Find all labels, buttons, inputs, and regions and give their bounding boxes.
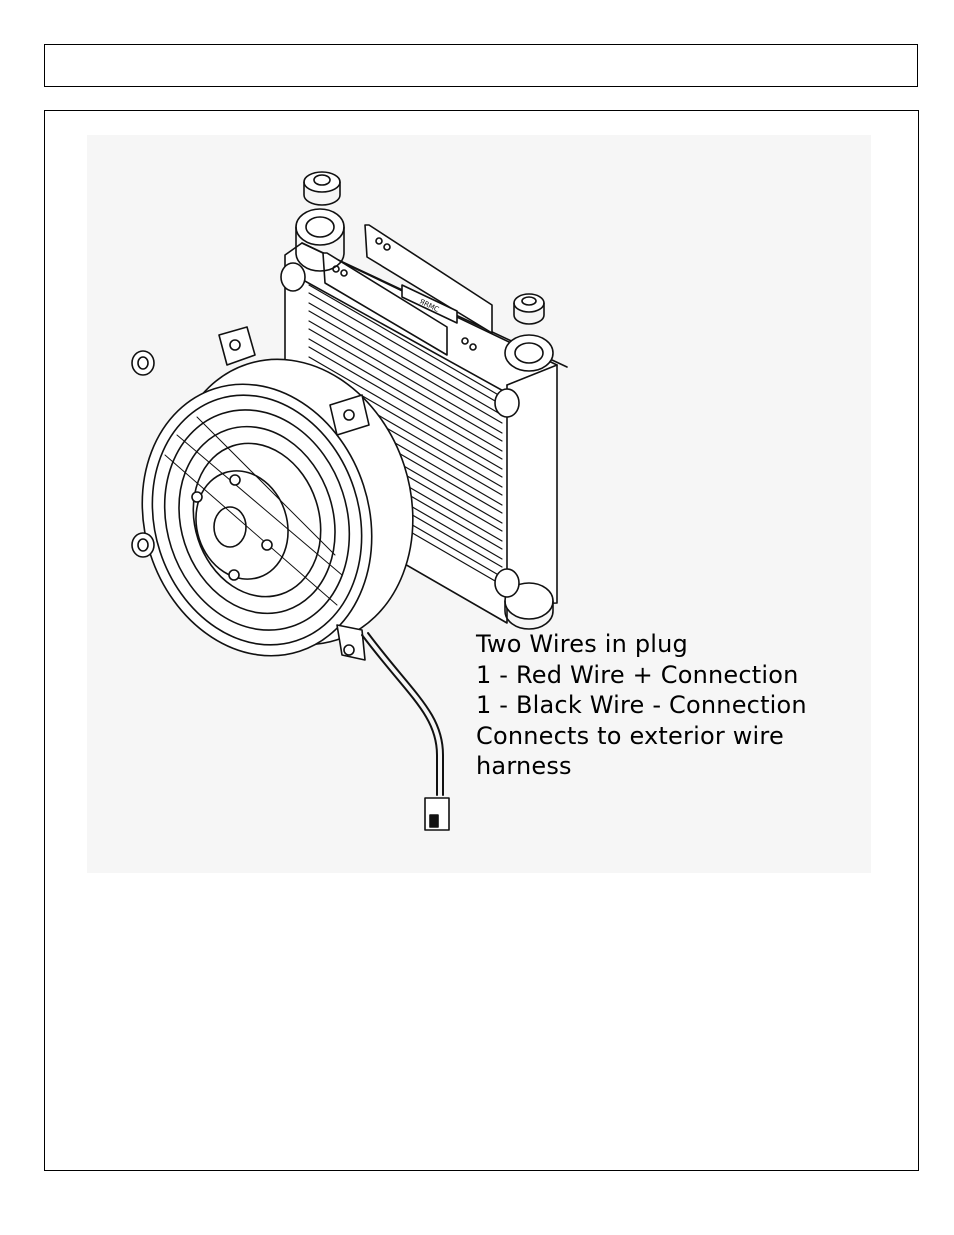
wire-harness — [361, 632, 450, 831]
wiring-callout: Two Wires in plug 1 - Red Wire + Connect… — [476, 629, 807, 782]
callout-line-5: harness — [476, 752, 572, 781]
fan-cooler-illustration: ЯRMC — [87, 135, 871, 873]
electric-fan — [131, 326, 414, 661]
callout-line-1: Two Wires in plug — [476, 630, 688, 658]
page-header-box — [44, 44, 918, 87]
callout-line-2: 1 - Red Wire + Connection — [476, 660, 799, 689]
callout-line-3: 1 - Black Wire - Connection — [476, 691, 807, 720]
content-frame — [44, 110, 919, 1171]
callout-line-4: Connects to exterior wire — [476, 721, 784, 750]
exploded-view-drawing: ЯRMC — [131, 171, 568, 831]
